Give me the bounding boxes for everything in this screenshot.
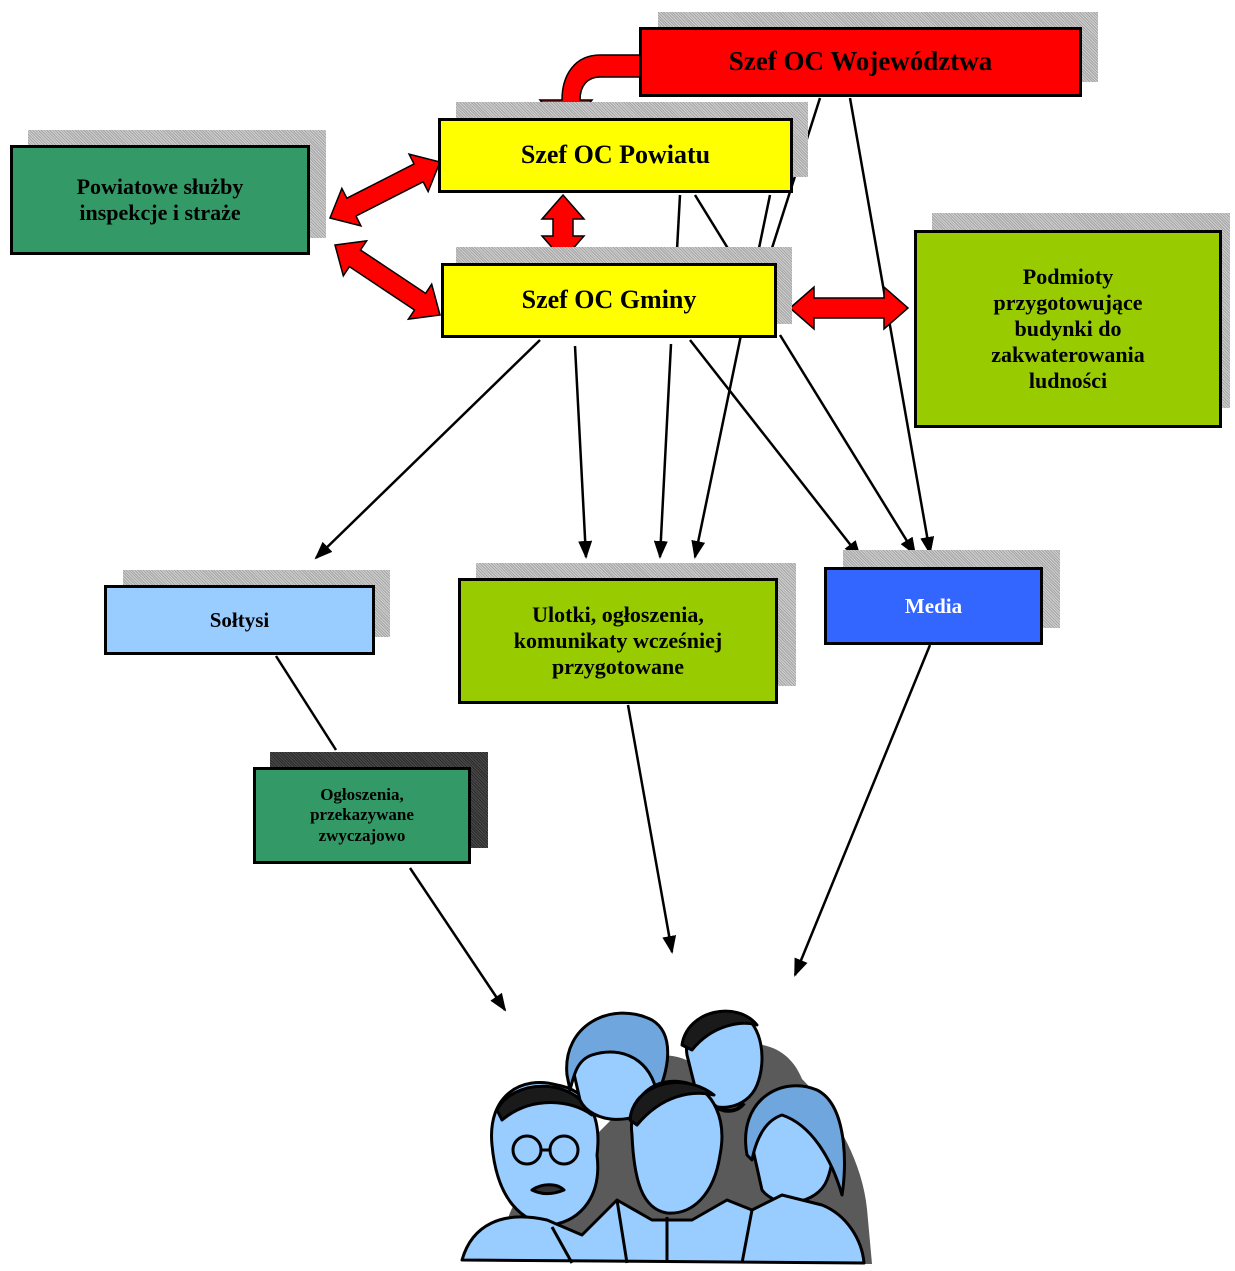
node-label-line: przekazywane: [310, 805, 414, 825]
connector-arrow: [408, 867, 507, 1012]
node-soltysi: Sołtysi: [104, 585, 375, 655]
connector-arrow: [314, 339, 541, 560]
node-ulotki: Ulotki, ogłoszenia, komunikaty wcześniej…: [458, 578, 778, 704]
node-label-line: komunikaty wcześniej: [513, 628, 723, 654]
connector-arrow: [848, 97, 935, 555]
node-label: Szef OC Gminy: [521, 285, 697, 315]
connector-arrow: [573, 345, 593, 559]
node-label-line: Podmioty: [1022, 264, 1114, 290]
node-label: Sołtysi: [209, 607, 270, 632]
connector-line: [274, 655, 338, 751]
connector-arrow: [689, 339, 862, 559]
node-label-line: Ulotki, ogłoszenia,: [532, 602, 704, 628]
node-label-line: zwyczajowo: [318, 825, 406, 845]
node-label-line: Ogłoszenia,: [320, 785, 404, 805]
node-label: Szef OC Województwa: [728, 46, 993, 77]
node-label-line: budynki do: [1014, 316, 1122, 342]
connector-arrow: [626, 704, 677, 954]
node-szef-oc-powiatu: Szef OC Powiatu: [438, 118, 793, 193]
node-label-line: przygotowujące: [993, 290, 1143, 316]
group-of-people-icon: [460, 1009, 872, 1265]
connector-arrow: [653, 343, 673, 559]
node-podmioty: Podmioty przygotowujące budynki do zakwa…: [914, 230, 1222, 428]
node-label-line: przygotowane: [552, 653, 684, 679]
node-label-line: ludności: [1028, 367, 1108, 393]
node-label: Media: [904, 593, 963, 618]
node-label: Szef OC Powiatu: [520, 140, 711, 170]
node-szef-oc-gminy: Szef OC Gminy: [441, 263, 777, 338]
connector-arrow: [793, 644, 932, 977]
node-label-line: inspekcje i straże: [79, 200, 241, 225]
node-ogloszenia: Ogłoszenia, przekazywane zwyczajowo: [253, 767, 471, 864]
double-arrow-gmina-podmioty: [788, 285, 910, 331]
double-arrow-powiat-sluzby: [328, 153, 442, 227]
node-media: Media: [824, 567, 1043, 645]
node-powiatowe-sluzby: Powiatowe służby inspekcje i straże: [10, 145, 310, 255]
node-label-line: zakwaterowania: [991, 341, 1145, 367]
node-szef-oc-wojewodztwa: Szef OC Województwa: [639, 27, 1082, 97]
connector-arrow: [778, 334, 917, 556]
node-label-line: Powiatowe służby: [76, 174, 244, 200]
double-arrow-gmina-sluzby: [334, 239, 441, 321]
